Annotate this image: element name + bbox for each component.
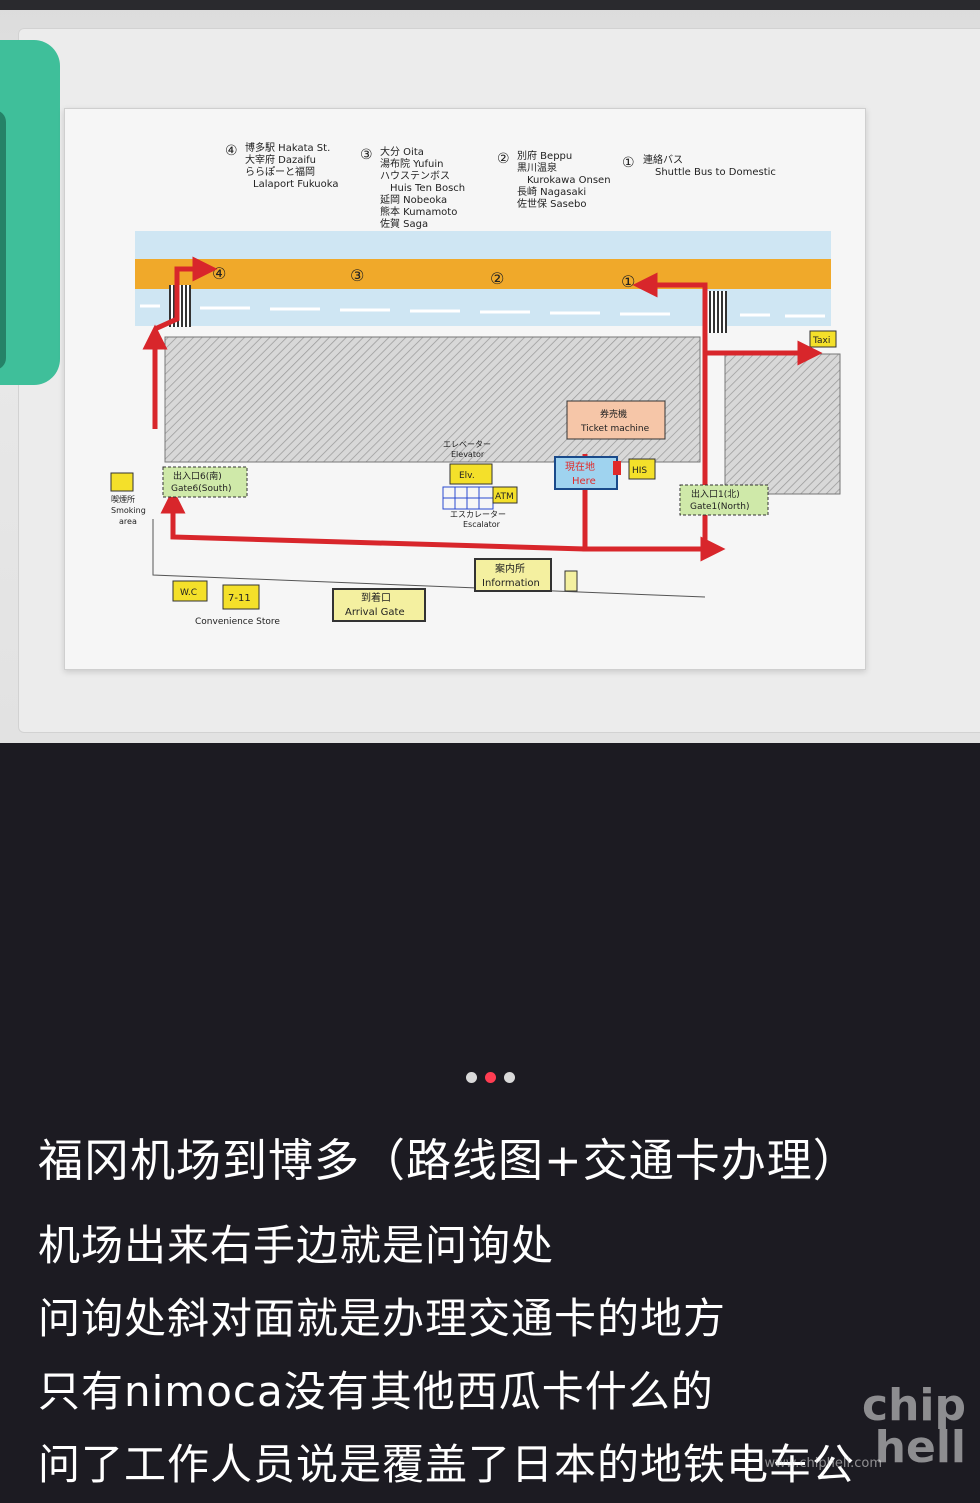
seven-eleven-box (222, 584, 260, 610)
legend-num-4: ④ (225, 143, 238, 159)
gate6-jp: 出入口6(南) (173, 470, 222, 482)
legend-1-line1: 連絡バス (643, 153, 683, 166)
elevator-jp: エレベーター (443, 440, 491, 449)
his-box (628, 458, 656, 480)
taxi-label: Taxi (812, 336, 830, 346)
green-basket (0, 40, 60, 385)
wc-box (172, 580, 208, 602)
airport-map-sheet: ④ 博多駅 Hakata St. 大宰府 Dazaifu ららぽーと福岡 Lal… (64, 108, 866, 670)
watermark-url: www.chiphell.com (764, 1456, 882, 1471)
legend-4-line1: 博多駅 Hakata St. (245, 141, 330, 154)
walking-route (142, 256, 823, 562)
info-jp: 案内所 (495, 562, 525, 575)
legend-3-line4: Huis Ten Bosch (390, 183, 465, 194)
carousel-dot-1[interactable] (465, 1072, 477, 1083)
atm-box (492, 486, 518, 504)
info-kiosk (564, 570, 578, 592)
map-legend: ④ 博多駅 Hakata St. 大宰府 Dazaifu ららぽーと福岡 Lal… (225, 141, 776, 230)
escalator-en: Escalator (463, 520, 501, 529)
legend-2-line1: 別府 Beppu (517, 149, 572, 162)
arrival-gate-box (332, 588, 426, 622)
stop-2: ② (490, 269, 504, 288)
escalator-jp: エスカレーター (450, 510, 506, 519)
smoking-en2: area (119, 517, 137, 526)
gate1-jp: 出入口1(北) (691, 488, 740, 500)
legend-2-line3: Kurokawa Onsen (527, 175, 611, 186)
post-title: 福冈机场到博多（路线图+交通卡办理） (38, 1134, 859, 1187)
his-label: HIS (632, 466, 647, 476)
stop-3: ③ (350, 266, 364, 285)
legend-4-line2: 大宰府 Dazaifu (245, 153, 316, 166)
carousel-indicator[interactable] (0, 1072, 980, 1084)
crosswalk-north (707, 291, 727, 333)
post-body-line-2: 问询处斜对面就是办理交通卡的地方 (38, 1294, 727, 1343)
elevator-en: Elevator (451, 450, 485, 459)
legend-num-2: ② (497, 151, 510, 167)
legend-3-line1: 大分 Oita (380, 145, 424, 158)
post-body-line-1: 机场出来右手边就是问询处 (38, 1221, 555, 1270)
post-body-line-3: 只有nimoca没有其他西瓜卡什么的 (38, 1367, 714, 1416)
chiphell-watermark: chip hell www.chiphell.com (765, 1380, 966, 1489)
legend-2-line2: 黒川温泉 (517, 161, 557, 174)
legend-num-1: ① (622, 155, 635, 171)
information-box (474, 558, 552, 592)
arrival-en: Arrival Gate (345, 607, 405, 618)
legend-4-line3: ららぽーと福岡 (245, 165, 315, 178)
legend-3-line2: 湯布院 Yufuin (380, 157, 443, 170)
ticket-machine-jp: 券売機 (600, 408, 627, 420)
here-marker (613, 461, 621, 475)
smoking-en1: Smoking (111, 506, 146, 515)
gate6-en: Gate6(South) (171, 484, 231, 494)
gate1-box (679, 484, 769, 516)
legend-3-line3: ハウステンボス (380, 170, 450, 182)
terminal-building (164, 336, 701, 463)
wc-label: W.C (180, 588, 197, 598)
here-jp: 現在地 (565, 460, 595, 473)
info-en: Information (482, 578, 540, 589)
legend-3-line7: 佐賀 Saga (380, 218, 428, 230)
stop-1: ① (621, 272, 635, 291)
bus-lane (135, 259, 831, 289)
post-body-line-4: 问了工作人员说是覆盖了日本的地铁电车公 (38, 1440, 856, 1489)
watermark-logo-bottom: hell (874, 1422, 966, 1473)
watermark-logo: chip hell (862, 1380, 966, 1473)
legend-1-line2: Shuttle Bus to Domestic (655, 167, 776, 178)
airport-map: ④ 博多駅 Hakata St. 大宰府 Dazaifu ららぽーと福岡 Lal… (110, 141, 841, 627)
smoking-jp: 喫煙所 (111, 494, 135, 504)
legend-2-line5: 佐世保 Sasebo (517, 197, 586, 210)
photo-edge (0, 0, 980, 10)
gate6-box (162, 466, 248, 498)
here-en: Here (572, 476, 596, 487)
legend-2-line4: 長崎 Nagasaki (517, 185, 586, 198)
lane-markings (140, 304, 825, 318)
legend-4-line4: Lalaport Fukuoka (253, 179, 339, 190)
legend-3-line6: 熊本 Kumamoto (380, 205, 457, 218)
watermark-logo-top: chip (862, 1380, 966, 1431)
ticket-machine-en: Ticket machine (580, 424, 650, 434)
arrival-jp: 到着口 (361, 591, 391, 604)
legend-3-line5: 延岡 Nobeoka (380, 194, 447, 206)
legend-num-3: ③ (360, 147, 373, 163)
smoking-box (110, 472, 134, 492)
carousel-dot-3[interactable] (503, 1072, 515, 1083)
stop-4: ④ (212, 264, 226, 283)
terminal-building-north (724, 353, 841, 495)
elevator-label: Elv. (459, 471, 475, 481)
atm-label: ATM (495, 492, 514, 502)
convenience-label: Convenience Store (195, 617, 280, 627)
carousel-dot-2-active[interactable] (484, 1072, 496, 1083)
elevator-box (449, 463, 493, 485)
gate1-en: Gate1(North) (690, 502, 749, 512)
ticket-machine-box (566, 400, 666, 440)
current-location-box (554, 456, 618, 490)
post-photo[interactable]: ④ 博多駅 Hakata St. 大宰府 Dazaifu ららぽーと福岡 Lal… (0, 0, 980, 743)
seven-eleven-label: 7-11 (228, 593, 251, 604)
